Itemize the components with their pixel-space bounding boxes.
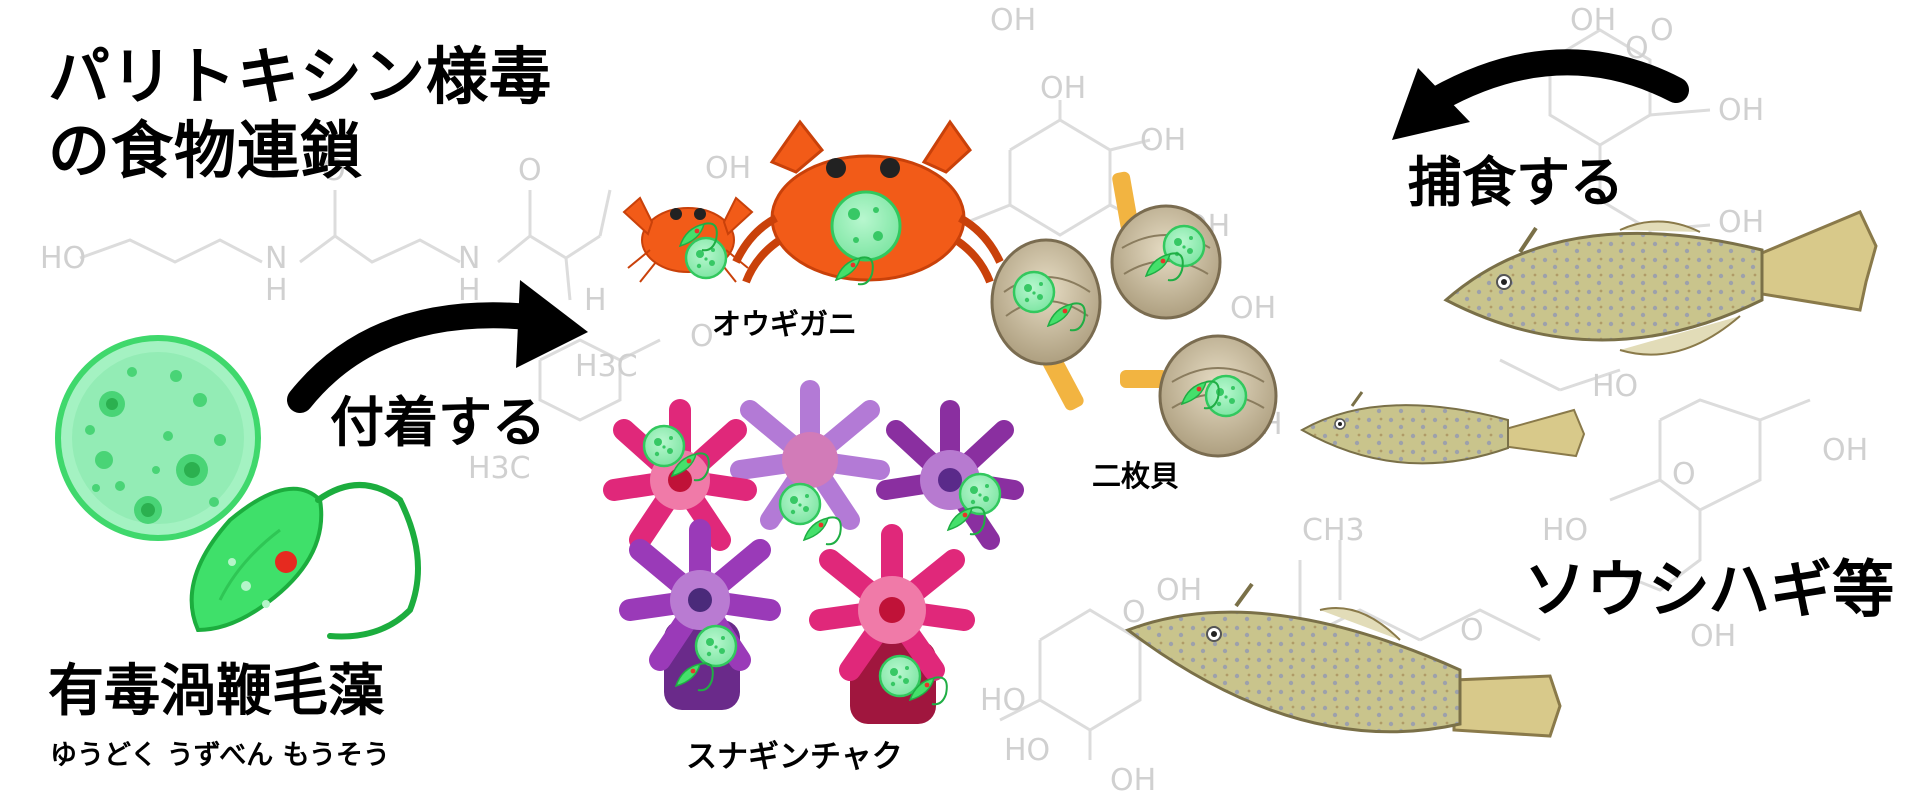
chem-label-oh: OH bbox=[1690, 619, 1736, 654]
title-line-1: パリトキシン様毒 bbox=[48, 40, 553, 113]
chem-label-h3c: H3C bbox=[468, 451, 531, 486]
chem-label-o: O bbox=[322, 153, 346, 188]
dinoflagellate-illustration bbox=[55, 335, 421, 640]
filefish-small-illustration bbox=[1299, 391, 1586, 465]
chem-label-oh: OH bbox=[705, 151, 751, 186]
dinoflagellate-reading: ゆうどく うずべん もうそう bbox=[50, 740, 390, 771]
attach-arrow-label: 付着する bbox=[330, 391, 546, 454]
chem-label-oh: OH bbox=[1230, 291, 1276, 326]
crab-small-illustration bbox=[622, 196, 754, 283]
chem-label-o: O bbox=[518, 153, 542, 188]
anemone-label: スナギンチャク bbox=[686, 739, 903, 775]
chem-label-oh: OH bbox=[1140, 123, 1186, 158]
chem-label-oh: OH bbox=[1110, 763, 1156, 798]
chem-label-h: H bbox=[584, 283, 607, 318]
chem-label-n: N bbox=[265, 241, 287, 276]
chem-label-ho: HO bbox=[980, 683, 1026, 718]
prey-arrow bbox=[1392, 49, 1689, 140]
chem-label-o: O bbox=[690, 319, 714, 354]
background-structure-labels: HO N H O N H O H OH H3C O H3C OH OH OH O… bbox=[40, 3, 1868, 798]
chem-label-oh: OH bbox=[1040, 71, 1086, 106]
prey-arrow-label: 捕食する bbox=[1408, 151, 1624, 214]
diagram-title: パリトキシン様毒 の食物連鎖 bbox=[48, 40, 552, 189]
title-line-2: の食物連鎖 bbox=[48, 114, 364, 188]
chem-label-o: O bbox=[1460, 613, 1484, 648]
predator-label: ソウシハギ等 bbox=[1524, 553, 1895, 626]
chem-label-h: H bbox=[458, 273, 481, 308]
chem-label-ho: HO bbox=[1542, 513, 1588, 548]
chem-label-oh: OH bbox=[1156, 573, 1202, 608]
chem-label-ho: HO bbox=[40, 241, 86, 276]
chem-label-o: O bbox=[1672, 457, 1696, 492]
chem-label-oh: OH bbox=[1822, 433, 1868, 468]
crab-label: オウギガニ bbox=[712, 307, 858, 341]
chem-label-oh: OH bbox=[990, 3, 1036, 38]
dinoflagellate-label: 有毒渦鞭毛藻 bbox=[48, 659, 384, 724]
chem-label-n: N bbox=[458, 241, 480, 276]
chem-label-h: H bbox=[265, 273, 288, 308]
crab-large-illustration bbox=[732, 119, 1004, 286]
filefish-bottom-illustration bbox=[1124, 582, 1562, 738]
bivalve-label: 二枚貝 bbox=[1092, 459, 1180, 493]
chem-label-o: O bbox=[1625, 31, 1649, 66]
chem-label-o: O bbox=[1650, 13, 1674, 48]
bivalve-illustration bbox=[990, 171, 1278, 458]
chem-label-ho: HO bbox=[1004, 733, 1050, 768]
chem-label-oh: OH bbox=[1570, 3, 1616, 38]
chem-label-oh: OH bbox=[1718, 93, 1764, 128]
chem-label-oh: OH bbox=[1718, 205, 1764, 240]
filefish-large-illustration bbox=[1443, 210, 1878, 356]
chem-label-h3c: H3C bbox=[575, 349, 638, 384]
chem-label-ho: HO bbox=[1592, 369, 1638, 404]
attach-arrow bbox=[287, 280, 588, 413]
anemone-illustration bbox=[603, 380, 1024, 724]
chem-label-o: O bbox=[1122, 595, 1146, 630]
chem-label-ch3: CH3 bbox=[1302, 513, 1365, 548]
